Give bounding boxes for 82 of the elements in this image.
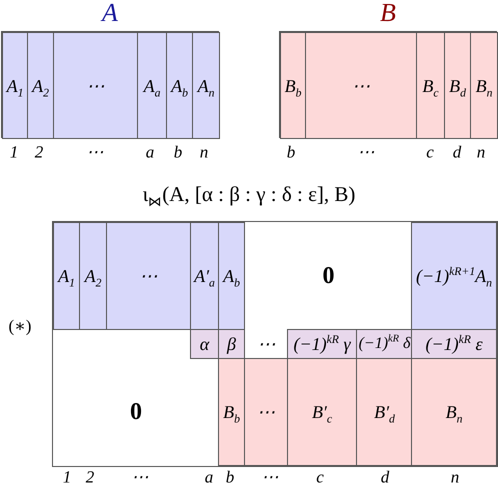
matrix-cell bbox=[218, 329, 245, 359]
cell-label: (−1)$^{kR}$ ε bbox=[425, 335, 483, 353]
cell-label: ⋯ bbox=[257, 403, 275, 421]
matrix-cell bbox=[106, 222, 191, 330]
matrix-cell bbox=[53, 32, 138, 139]
column-index: 2 bbox=[86, 468, 94, 484]
matrix-cell bbox=[287, 329, 357, 359]
matrix-frame bbox=[52, 221, 498, 467]
cell-label: A$_{2}$ bbox=[84, 267, 102, 285]
matrix-cell bbox=[280, 32, 306, 139]
matrix-cell bbox=[356, 358, 413, 466]
matrix-cell bbox=[305, 32, 417, 139]
cell-label: α bbox=[200, 335, 210, 353]
matrix-cell bbox=[137, 32, 167, 139]
column-index: b bbox=[174, 144, 182, 160]
matrix-cell bbox=[416, 32, 445, 139]
cell-label: A$_{b}$ bbox=[223, 267, 240, 285]
matrix-cell bbox=[190, 222, 219, 330]
column-index: 2 bbox=[34, 144, 44, 160]
cell-label: A$_{2}$ bbox=[32, 76, 49, 94]
cell-label: B$_{b}$ bbox=[284, 76, 302, 94]
matrix-cell bbox=[470, 32, 498, 139]
column-index: c bbox=[426, 144, 434, 160]
matrix-cell bbox=[444, 32, 471, 139]
cell-label: B$_{b}$ bbox=[223, 403, 240, 421]
matrix-cell bbox=[411, 358, 497, 466]
column-index: ⋯ bbox=[86, 144, 104, 160]
cell-label: A$_{1}$ bbox=[6, 76, 24, 94]
cell-label: A′$_{a}$ bbox=[194, 267, 215, 285]
column-index: a bbox=[204, 468, 214, 484]
matrix-cell bbox=[166, 32, 193, 139]
cell-label: ⋯ bbox=[258, 335, 276, 353]
cell-label: B$_{c}$ bbox=[422, 76, 439, 94]
column-index: ⋯ bbox=[358, 144, 374, 160]
column-index: 1 bbox=[62, 468, 72, 484]
cell-label: A$_{1}$ bbox=[58, 267, 75, 285]
matrix-cell bbox=[53, 222, 80, 330]
equation-tag: (∗) bbox=[8, 318, 32, 334]
matrix-cell bbox=[79, 222, 107, 330]
matrix-cell bbox=[411, 222, 497, 330]
formula-title: ι$_{⋈}$(A, [α : β : γ : δ : ε], B) bbox=[142, 182, 356, 207]
column-index: n bbox=[200, 144, 208, 160]
column-index: d bbox=[452, 144, 462, 160]
cell-label: β bbox=[227, 335, 236, 353]
zero-entry: 0 bbox=[130, 400, 142, 424]
cell-label: ⋯ bbox=[86, 76, 104, 94]
matrix-cell bbox=[411, 329, 497, 359]
matrix-cell bbox=[287, 358, 357, 466]
cell-label: B$_{n}$ bbox=[476, 76, 492, 94]
cell-label: A$_{n}$ bbox=[198, 76, 214, 94]
cell-label: (−1)$^{kR+1}$A$_{n}$ bbox=[416, 267, 492, 285]
matrix-heading: A bbox=[100, 0, 119, 26]
cell-label: B′$_{d}$ bbox=[374, 403, 395, 421]
cell-label: A$_{a}$ bbox=[144, 76, 160, 94]
zero-entry: 0 bbox=[322, 264, 334, 288]
column-index: b bbox=[226, 468, 234, 484]
matrix-cell bbox=[218, 222, 245, 330]
cell-label: B′$_{c}$ bbox=[312, 403, 332, 421]
cell-label: A$_{b}$ bbox=[171, 76, 188, 94]
column-index: n bbox=[476, 144, 486, 160]
column-index: 1 bbox=[10, 144, 18, 160]
matrix-cell bbox=[2, 32, 28, 139]
column-index: ⋯ bbox=[262, 468, 278, 484]
matrix-heading: B bbox=[379, 0, 397, 26]
matrix-cell bbox=[356, 329, 413, 359]
matrix-cell bbox=[244, 358, 288, 466]
matrix-cell bbox=[27, 32, 54, 139]
column-index: ⋯ bbox=[132, 468, 148, 484]
matrix-cell bbox=[218, 358, 245, 466]
matrix-cell bbox=[192, 32, 220, 139]
cell-label: B$_{d}$ bbox=[449, 76, 466, 94]
cell-label: (−1)$^{kR}$ δ bbox=[358, 336, 410, 352]
cell-label: (−1)$^{kR}$ γ bbox=[293, 335, 351, 353]
column-index: a bbox=[146, 144, 154, 160]
cell-label: ⋯ bbox=[140, 267, 158, 285]
column-index: c bbox=[316, 468, 324, 484]
cell-label: B$_{n}$ bbox=[446, 403, 462, 421]
column-index: d bbox=[380, 468, 390, 484]
matrix-cell bbox=[190, 329, 219, 359]
column-index: b bbox=[286, 144, 296, 160]
cell-label: ⋯ bbox=[352, 76, 370, 94]
column-index: n bbox=[450, 468, 460, 484]
